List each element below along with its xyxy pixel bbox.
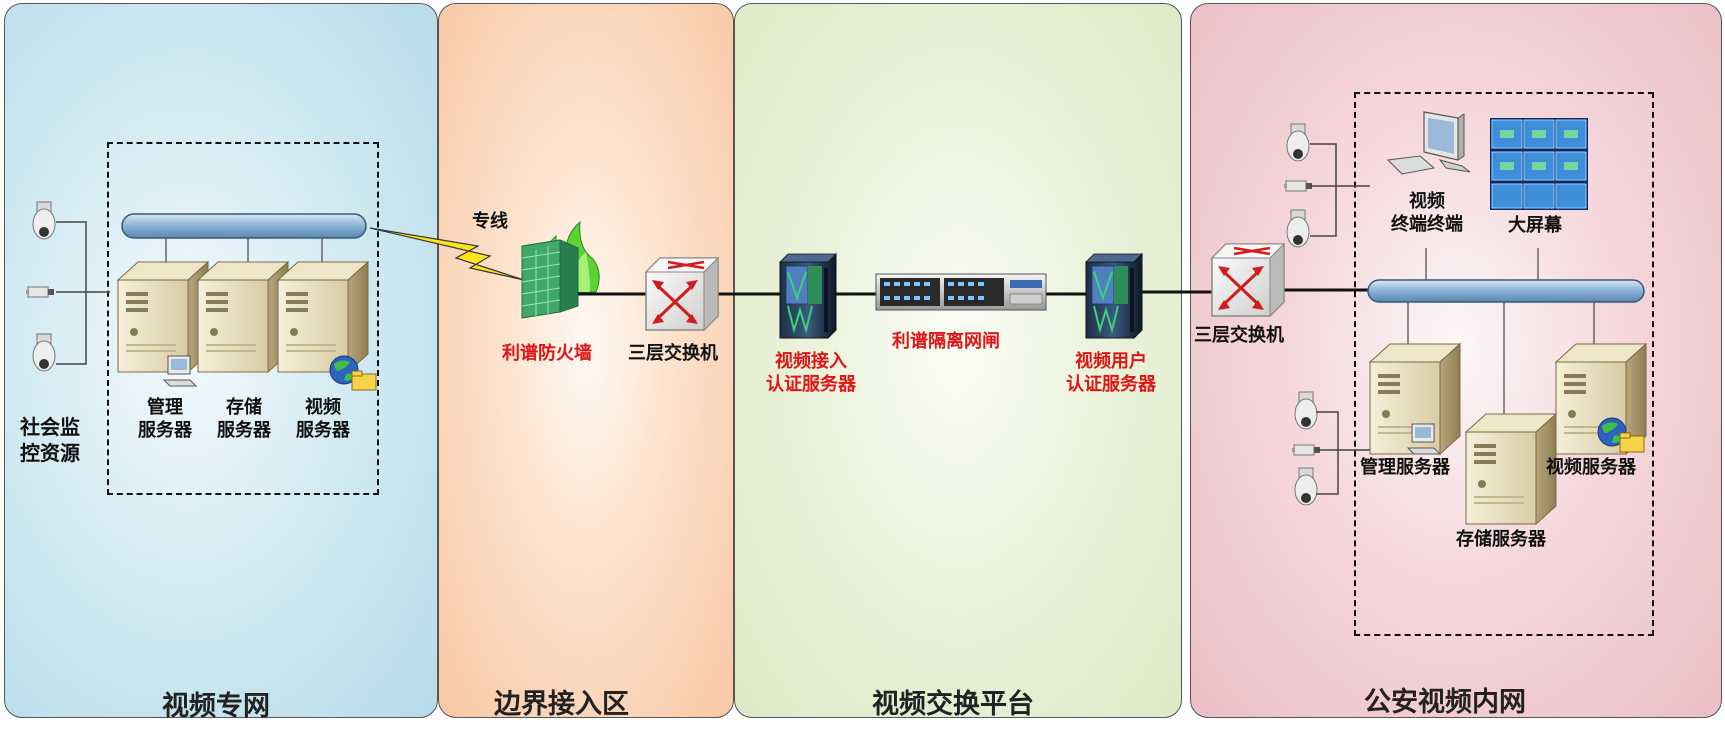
camera-icon-right-bottom <box>1286 209 1310 248</box>
bus-right <box>1367 279 1645 303</box>
label-isolation-gateway: 利谱隔离网闸 <box>892 331 1000 352</box>
label-video-server-left-line2: 服务器 <box>296 420 350 441</box>
rack-server-icon-user-auth <box>1085 253 1143 339</box>
label-video-server-left: 视频 服务器 <box>290 396 356 442</box>
label-big-screen: 大屏幕 <box>1508 215 1562 236</box>
camera-icon-right-top <box>1286 123 1310 162</box>
label-l3-switch-left: 三层交换机 <box>628 343 718 364</box>
label-access-auth-server: 视频接入 认证服务器 <box>758 350 864 396</box>
label-dedicated-line: 专线 <box>472 211 508 232</box>
label-mgmt-server-left-line2: 服务器 <box>138 420 192 441</box>
label-video-terminal-line1: 视频 <box>1409 191 1445 212</box>
camera-icon-right-mid <box>1283 180 1313 192</box>
server-group-left <box>107 142 379 495</box>
lightning-icon-dedicated-line <box>369 227 525 281</box>
terminal-icon-video <box>1386 111 1471 175</box>
zone-title-video-private: 视频专网 <box>162 691 270 722</box>
label-user-auth-line2: 认证服务器 <box>1066 374 1156 395</box>
label-storage-server-right: 存储服务器 <box>1456 529 1546 550</box>
bus-left <box>121 213 367 239</box>
globe-folder-icon-left <box>329 355 377 391</box>
zone-title-exchange-platform: 视频交换平台 <box>872 689 1034 720</box>
camera-icon-right-low-mid <box>1291 444 1321 456</box>
camera-icon-left-top <box>32 201 56 240</box>
label-video-terminal-line2: 终端终端 <box>1391 214 1463 235</box>
label-social-monitor-line2: 控资源 <box>20 441 80 465</box>
label-user-auth-line1: 视频用户 <box>1075 351 1147 372</box>
label-access-auth-line1: 视频接入 <box>775 351 847 372</box>
switch-icon-left <box>644 256 720 332</box>
server-icon-mgmt-left <box>117 261 209 373</box>
label-mgmt-server-left-line1: 管理 <box>147 397 183 418</box>
firewall-icon <box>521 220 600 319</box>
camera-icon-right-low-bottom <box>1294 467 1318 506</box>
zone-border-access-area <box>438 3 734 718</box>
zone-title-police-intranet: 公安视频内网 <box>1364 687 1526 718</box>
label-video-terminal: 视频 终端终端 <box>1382 190 1472 236</box>
label-mgmt-server-left: 管理 服务器 <box>132 396 198 442</box>
label-l3-switch-right: 三层交换机 <box>1194 325 1284 346</box>
label-video-server-right: 视频服务器 <box>1546 457 1636 478</box>
label-social-monitor-line1: 社会监 <box>20 415 80 439</box>
label-storage-server-left-line1: 存储 <box>226 397 262 418</box>
server-icon-storage-right <box>1465 413 1557 525</box>
label-storage-server-left: 存储 服务器 <box>211 396 277 442</box>
server-icon-video-left <box>277 261 369 373</box>
camera-icon-left-bottom <box>32 333 56 372</box>
label-firewall: 利谱防火墙 <box>502 343 592 364</box>
camera-icon-left-mid <box>25 286 55 298</box>
server-icon-storage-left <box>197 261 289 373</box>
camera-icon-right-low-top <box>1294 391 1318 430</box>
label-user-auth-server: 视频用户 认证服务器 <box>1058 350 1164 396</box>
label-social-monitor: 社会监 控资源 <box>20 414 80 466</box>
label-access-auth-line2: 认证服务器 <box>766 374 856 395</box>
label-video-server-left-line1: 视频 <box>305 397 341 418</box>
rack-server-icon-access-auth <box>779 253 837 339</box>
big-screen-icon <box>1490 118 1588 210</box>
label-mgmt-server-right: 管理服务器 <box>1360 457 1450 478</box>
zone-title-border-access: 边界接入区 <box>494 689 629 720</box>
isolation-gateway-icon <box>875 273 1047 311</box>
switch-icon-right <box>1210 242 1286 318</box>
zone-video-exchange-platform <box>734 3 1182 718</box>
label-storage-server-left-line2: 服务器 <box>217 420 271 441</box>
server-group-right <box>1354 92 1654 636</box>
